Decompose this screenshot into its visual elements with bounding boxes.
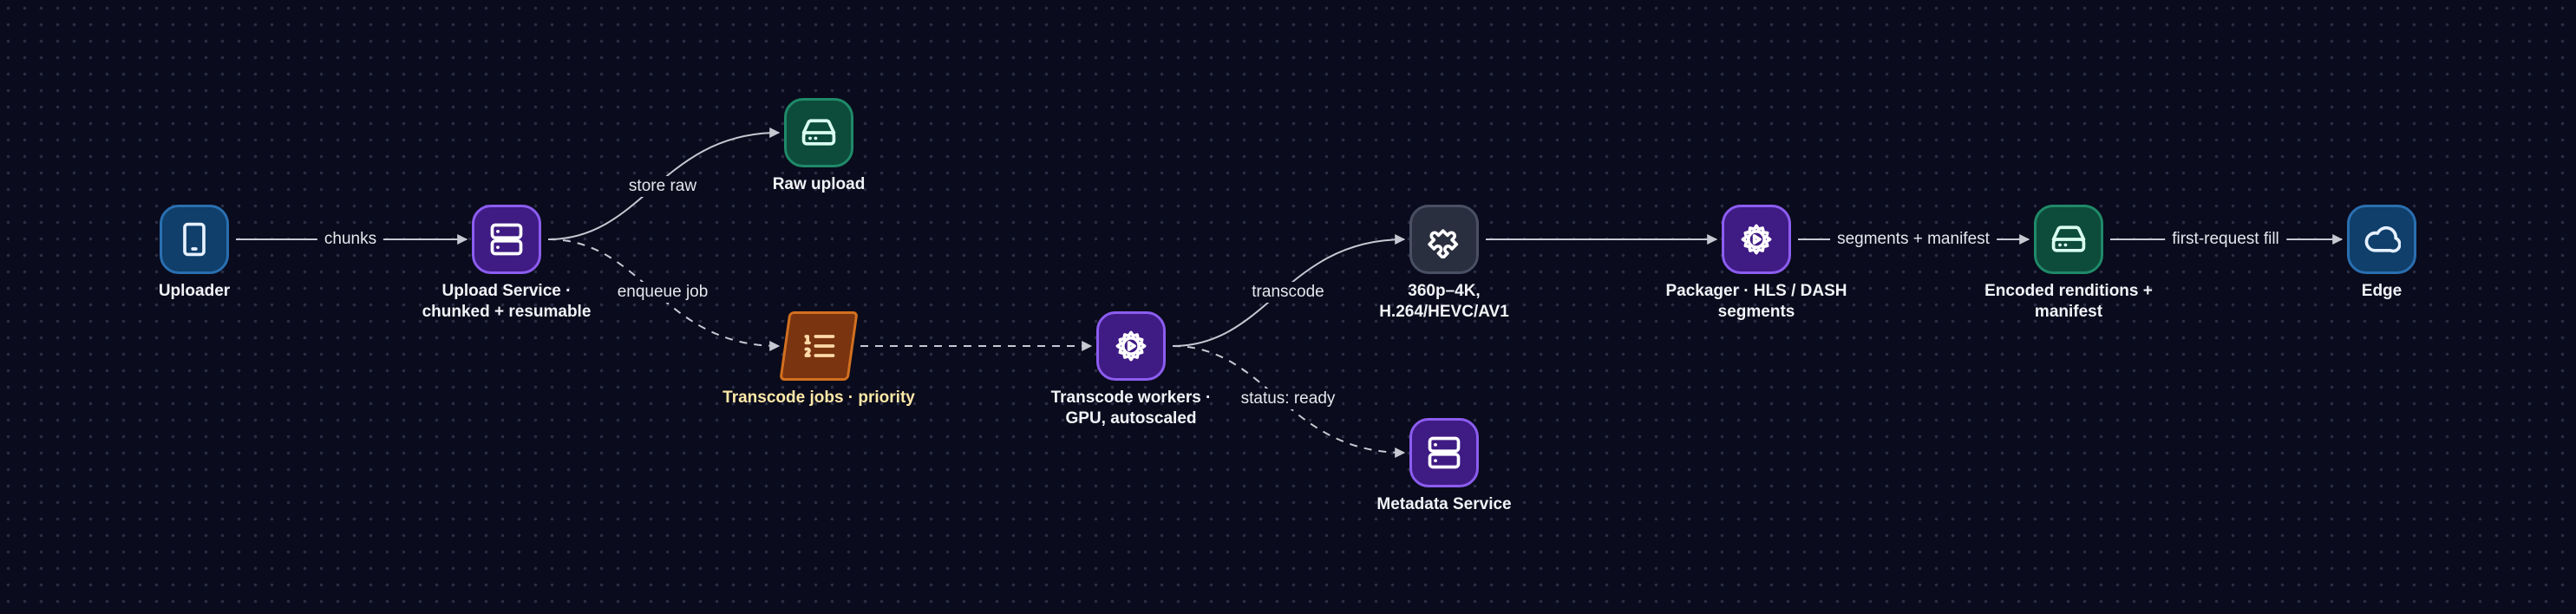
node-label-line: H.264/HEVC/AV1 [1379, 303, 1509, 321]
gear-play-icon [1112, 327, 1150, 365]
node-label-metadata-service: Metadata Service [1297, 494, 1592, 515]
node-label-line: Upload Service · [441, 282, 572, 300]
node-label-line: Transcode jobs · priority [722, 389, 915, 407]
node-label-edge: Edge [2234, 281, 2529, 302]
node-label-transcode-workers: Transcode workers · GPU, autoscaled [984, 388, 1278, 429]
node-label-line: manifest [2034, 303, 2103, 321]
edge-label-encoded-to-edge: first-request fill [2165, 229, 2286, 250]
edge-label-upload-service-to-transcode-jobs: enqueue job [610, 282, 716, 303]
node-label-packager: Packager · HLS / DASH segments [1609, 281, 1904, 323]
node-packager[interactable] [1722, 205, 1791, 274]
node-transcode-workers[interactable] [1096, 311, 1166, 381]
edge-label-uploader-to-upload-service: chunks [317, 229, 384, 250]
node-raw-upload[interactable] [784, 98, 853, 167]
node-label-upload-service: Upload Service · chunked + resumable [359, 281, 654, 323]
list-icon [800, 327, 838, 365]
server-icon [1425, 434, 1463, 472]
cloud-icon [2363, 220, 2401, 258]
node-uploader[interactable] [160, 205, 229, 274]
node-label-line: Uploader [158, 282, 231, 300]
node-label-line: Transcode workers · [1050, 389, 1212, 407]
node-edge[interactable] [2347, 205, 2416, 274]
node-transcode-jobs[interactable] [779, 311, 859, 381]
edge-label-transcode-workers-to-metadata-service: status: ready [1233, 389, 1343, 409]
node-label-line: chunked + resumable [422, 303, 592, 321]
hard-drive-icon [2050, 220, 2088, 258]
edge-label-upload-service-to-raw-upload: store raw [621, 176, 704, 197]
node-label-uploader: Uploader [47, 281, 342, 302]
node-label-line: GPU, autoscaled [1065, 409, 1197, 428]
node-renditions[interactable] [1409, 205, 1479, 274]
server-icon [487, 220, 526, 258]
hard-drive-icon [800, 114, 838, 152]
node-label-raw-upload: Raw upload [671, 174, 966, 195]
node-metadata-service[interactable] [1409, 418, 1479, 487]
node-label-line: Metadata Service [1376, 495, 1512, 513]
node-label-line: 360p–4K, [1408, 282, 1481, 300]
node-label-line: Encoded renditions + [1984, 282, 2153, 300]
gear-play-icon [1737, 220, 1775, 258]
node-label-renditions: 360p–4K, H.264/HEVC/AV1 [1297, 281, 1592, 323]
node-label-line: Edge [2361, 282, 2403, 300]
node-label-transcode-jobs: Transcode jobs · priority [671, 388, 966, 408]
node-upload-service[interactable] [472, 205, 541, 274]
node-encoded[interactable] [2034, 205, 2103, 274]
node-label-line: Raw upload [772, 175, 866, 193]
tablet-icon [175, 220, 213, 258]
node-label-line: segments [1717, 303, 1795, 321]
edge-label-packager-to-encoded: segments + manifest [1830, 229, 1997, 250]
node-label-line: Packager · HLS / DASH [1665, 282, 1847, 300]
puzzle-icon [1425, 220, 1463, 258]
edge-label-transcode-workers-to-renditions: transcode [1245, 282, 1331, 303]
node-label-encoded: Encoded renditions + manifest [1921, 281, 2216, 323]
